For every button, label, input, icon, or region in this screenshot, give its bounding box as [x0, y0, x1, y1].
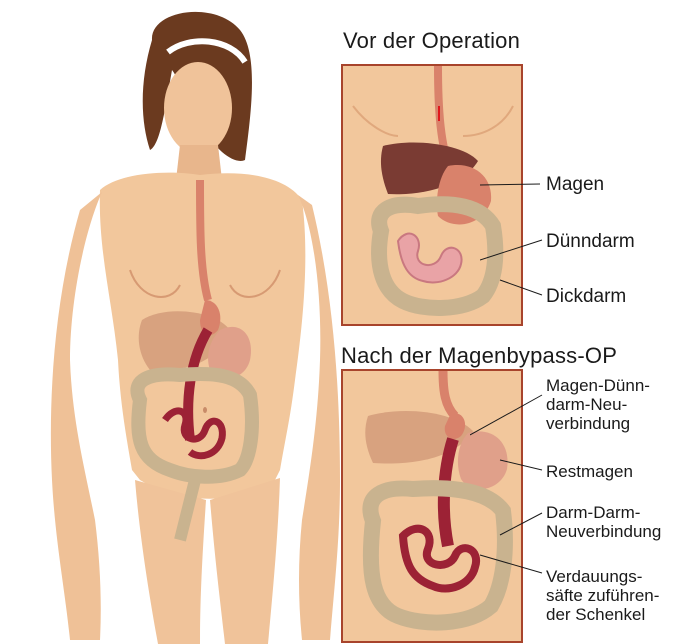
label-restmagen: Restmagen — [546, 462, 633, 481]
bottom-heading: Nach der Magenbypass-OP — [341, 343, 617, 369]
leader-darm-darm — [500, 513, 542, 535]
label-schenkel-line-3: der Schenkel — [546, 605, 659, 624]
left-leg — [135, 480, 206, 644]
label-schenkel-line-2: säfte zuführen- — [546, 586, 659, 605]
leader-schenkel — [480, 555, 542, 573]
label-duenndarm: Dünndarm — [546, 232, 635, 251]
top-leader-lines — [480, 170, 550, 310]
label-magen: Magen — [546, 175, 604, 194]
full-body-illustration — [40, 0, 340, 644]
label-dickdarm: Dickdarm — [546, 287, 626, 306]
label-anastomosis-line-3: verbindung — [546, 414, 650, 433]
bottom-leader-lines — [470, 385, 550, 585]
label-anastomosis-line-1: Magen-Dünn- — [546, 376, 650, 395]
leader-magen — [480, 184, 540, 185]
top-heading: Vor der Operation — [343, 28, 520, 54]
leader-dickdarm — [500, 280, 542, 295]
leader-anastomosis — [470, 395, 542, 435]
label-darm-darm-line-2: Neuverbindung — [546, 522, 661, 541]
leader-duenndarm — [480, 240, 542, 260]
label-darm-darm-line-1: Darm-Darm- — [546, 503, 661, 522]
label-anastomosis-line-2: darm-Neu- — [546, 395, 650, 414]
navel — [203, 407, 207, 413]
label-darm-darm: Darm-Darm- Neuverbindung — [546, 503, 661, 541]
label-schenkel: Verdauungs- säfte zuführen- der Schenkel — [546, 567, 659, 624]
label-anastomosis: Magen-Dünn- darm-Neu- verbindung — [546, 376, 650, 433]
face — [164, 62, 232, 154]
left-arm — [51, 192, 102, 640]
leader-restmagen — [500, 460, 542, 470]
right-leg — [210, 478, 280, 644]
label-schenkel-line-1: Verdauungs- — [546, 567, 659, 586]
